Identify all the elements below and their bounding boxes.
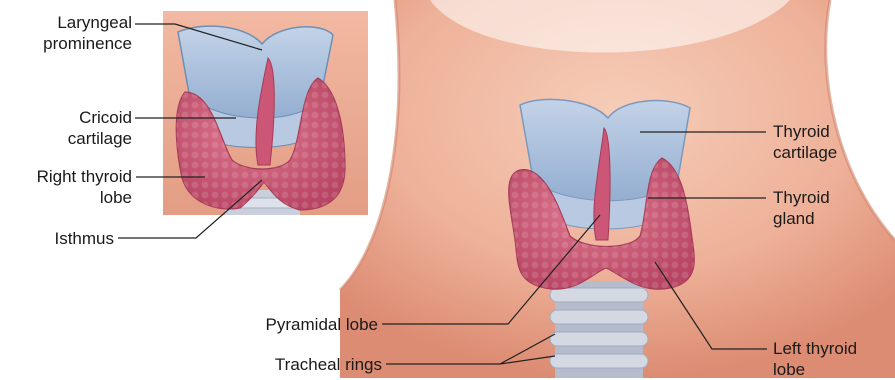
label-laryngeal-prominence: Laryngeal prominence (20, 12, 132, 54)
label-isthmus: Isthmus (20, 228, 114, 249)
label-thyroid-gland: Thyroid gland (773, 187, 830, 229)
trachea-main (550, 282, 648, 378)
label-cricoid-cartilage: Cricoid cartilage (20, 107, 132, 149)
label-right-thyroid-lobe: Right thyroid lobe (4, 166, 132, 208)
tracheal-ring (550, 354, 648, 368)
label-tracheal-rings: Tracheal rings (200, 354, 382, 375)
tracheal-ring (550, 288, 648, 302)
tracheal-ring (550, 332, 648, 346)
label-thyroid-cartilage: Thyroid cartilage (773, 121, 837, 163)
tracheal-ring (550, 310, 648, 324)
inset-illustration (163, 11, 368, 215)
label-pyramidal-lobe: Pyramidal lobe (200, 314, 378, 335)
label-left-thyroid-lobe: Left thyroid lobe (773, 338, 857, 380)
